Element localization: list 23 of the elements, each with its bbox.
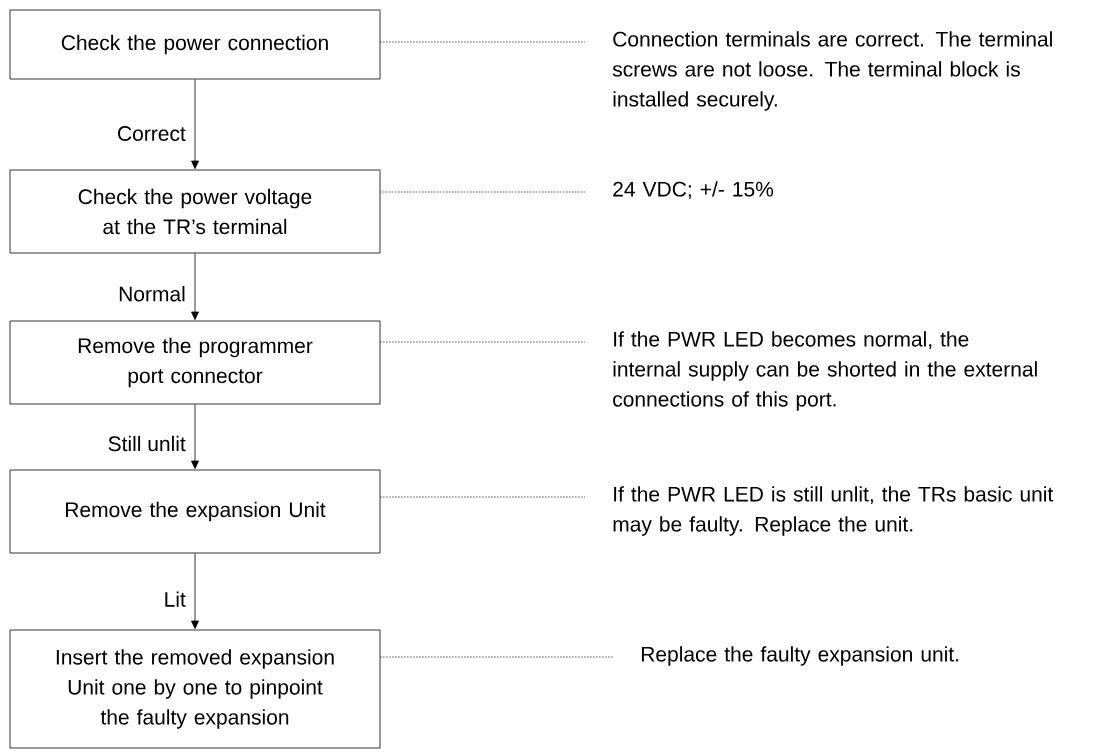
note-text: Replace the faulty expansion unit.: [641, 646, 959, 666]
arrow: [191, 404, 199, 469]
leader-line: [379, 191, 586, 193]
process-box: Remove the programmer port connector: [9, 320, 381, 405]
edge-label: Lit: [162, 590, 187, 608]
note-text: If the PWR LED is still unlit, the TRs basic unit may be faulty. Replace the unit.: [613, 486, 1054, 536]
arrow: [191, 253, 199, 320]
process-box: Check the power voltage at the TR’s terminal: [9, 169, 381, 254]
edge-label: Still unlit: [106, 434, 187, 453]
note-text: If the PWR LED becomes normal, the internal supply can be shorted in the external connections of this port.: [613, 331, 1037, 411]
process-box: Check the power connection: [9, 9, 381, 80]
leader-line: [379, 41, 586, 43]
process-box: Insert the removed expansion Unit one by one to pinpoint the faulty expansion: [9, 629, 381, 749]
arrow: [191, 553, 199, 629]
process-box: Remove the expansion Unit: [9, 469, 381, 554]
edge-label: Correct: [115, 125, 187, 142]
note-text: 24 VDC; +/- 15%: [613, 181, 774, 200]
arrow: [191, 79, 199, 169]
leader-line: [379, 496, 586, 498]
edge-label: Normal: [117, 285, 187, 303]
note-text: Connection terminals are correct. The terminal screws are not loose. The terminal block is installed securely.: [612, 31, 1052, 111]
leader-line: [379, 656, 614, 658]
leader-line: [379, 341, 586, 343]
